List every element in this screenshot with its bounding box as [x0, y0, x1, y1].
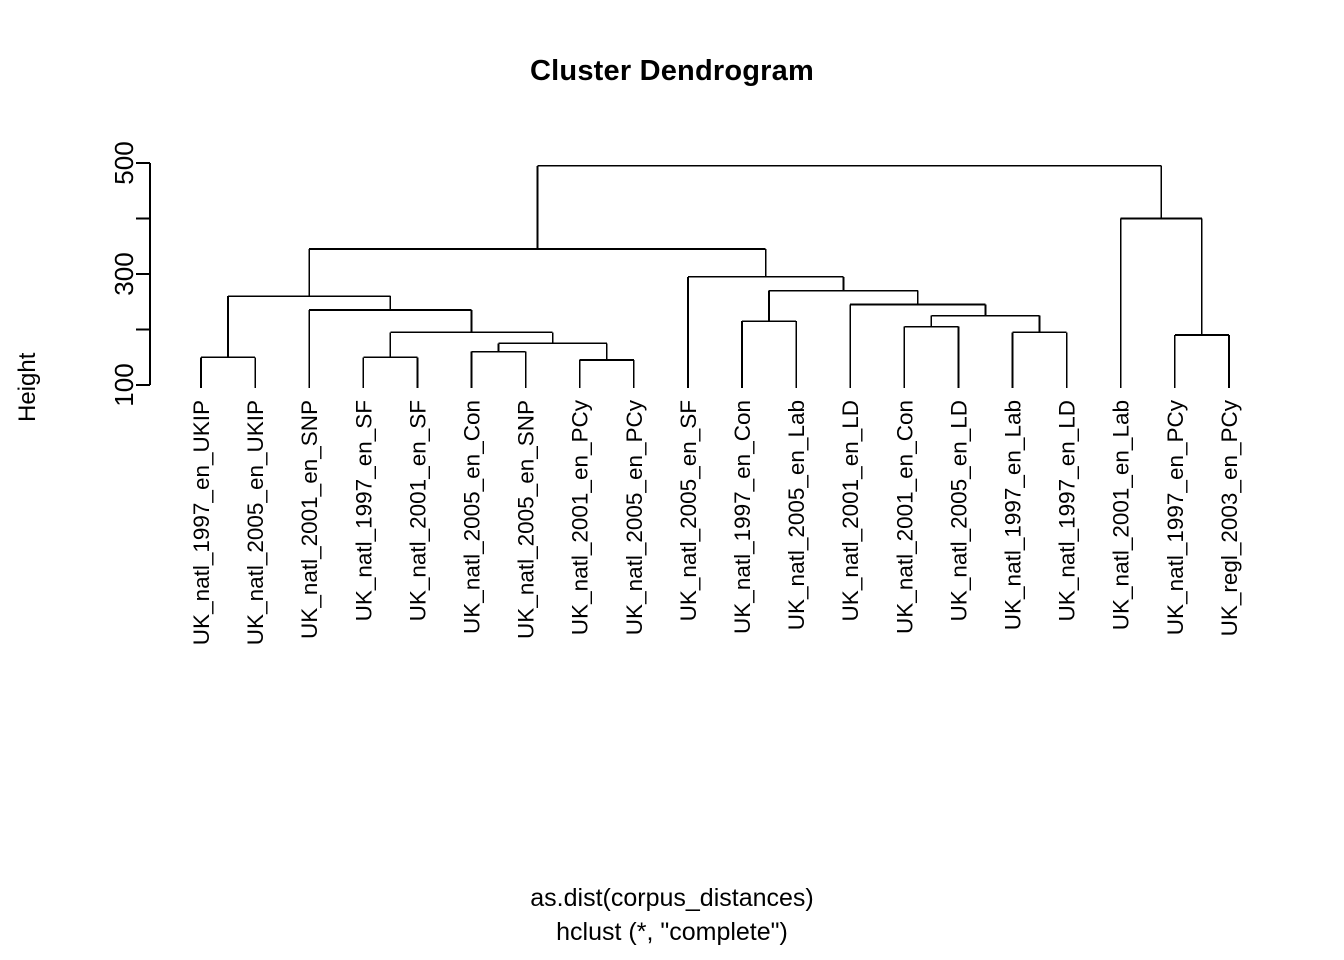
leaf-label: UK_natl_2001_en_SF [405, 400, 430, 621]
leaf-label: UK_natl_2005_en_PCy [622, 399, 647, 635]
leaf-label: UK_natl_2001_en_Lab [1109, 400, 1134, 630]
svg-text:100: 100 [109, 363, 139, 406]
leaf-label: UK_natl_2005_en_Con [460, 400, 485, 634]
leaf-label: UK_natl_1997_en_LD [1055, 400, 1080, 621]
leaf-label: UK_natl_2005_en_SF [676, 400, 701, 621]
leaf-label: UK_natl_1997_en_SF [351, 400, 376, 621]
leaf-label: UK_natl_2005_en_LD [946, 400, 971, 621]
y-axis: 500 300 100 [109, 141, 151, 407]
leaf-label: UK_natl_2005_en_SNP [514, 400, 539, 639]
leaf-label: UK_natl_1997_en_Con [730, 400, 755, 634]
leaf-label: UK_natl_2001_en_PCy [568, 399, 593, 635]
leaf-label: UK_natl_2005_en_Lab [784, 400, 809, 630]
leaf-label: UK_natl_1997_en_PCy [1163, 399, 1188, 635]
leaf-label: UK_natl_1997_en_Lab [1001, 400, 1026, 630]
leaf-label: UK_natl_2001_en_Con [892, 400, 917, 634]
caption-distance: as.dist(corpus_distances) [530, 884, 814, 912]
svg-text:500: 500 [109, 141, 139, 184]
svg-text:300: 300 [109, 252, 139, 295]
leaf-labels: UK_natl_1997_en_UKIP UK_natl_2005_en_UKIP… [189, 399, 1242, 645]
leaf-label: UK_regl_2003_en_PCy [1217, 399, 1242, 636]
leaf-label: UK_natl_2001_en_SNP [297, 400, 322, 639]
leaf-label: UK_natl_2005_en_UKIP [243, 400, 268, 645]
caption-method: hclust (*, "complete") [556, 918, 788, 946]
page-title: Cluster Dendrogram [530, 55, 814, 87]
dendrogram-tree [200, 164, 1230, 388]
leaf-label: UK_natl_1997_en_UKIP [189, 400, 214, 645]
leaf-label: UK_natl_2001_en_LD [838, 400, 863, 621]
